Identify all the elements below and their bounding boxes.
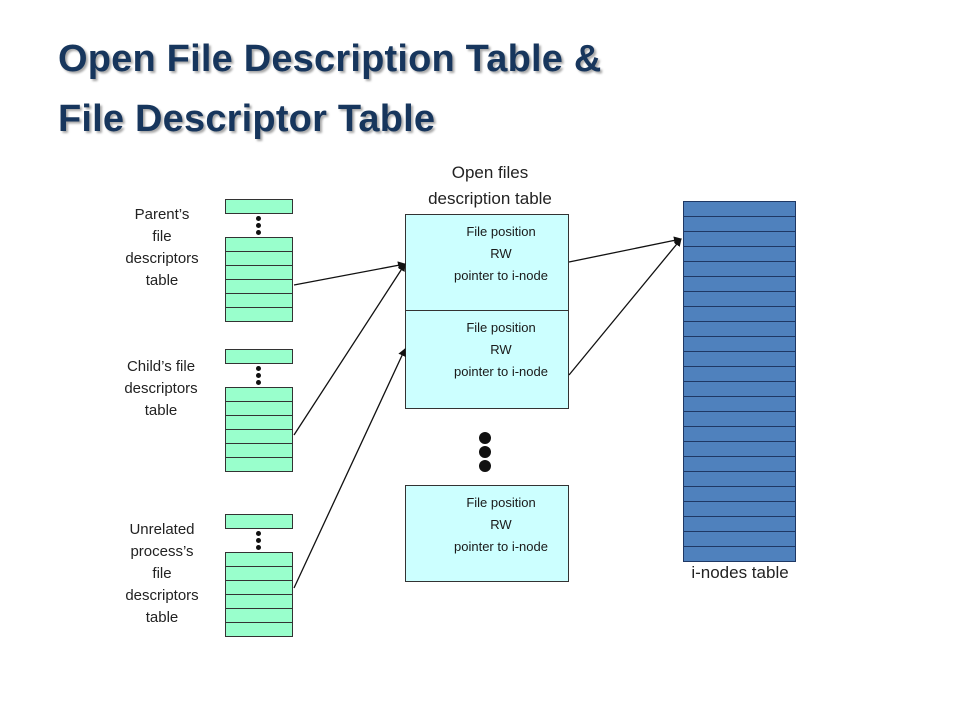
ellipsis-dot xyxy=(479,460,491,472)
open-file-entry: File position RW pointer to i-node xyxy=(405,214,569,311)
child-fd-table-top xyxy=(225,349,293,364)
open-file-entry: File position RW pointer to i-node xyxy=(405,310,569,409)
fd-entry xyxy=(225,457,293,472)
child-fd-table xyxy=(225,387,293,472)
fd-entry xyxy=(225,307,293,322)
fd-entry xyxy=(225,199,293,214)
access-mode-text: RW xyxy=(490,342,512,357)
unrelated-label-line: table xyxy=(145,609,179,626)
parent-label-line: file xyxy=(152,228,172,245)
ellipsis-icon xyxy=(256,531,264,552)
child-label-line: Child’s file xyxy=(126,358,196,375)
parent-fd-table-label: Parent’s file descriptors table xyxy=(112,204,212,292)
ellipsis-icon xyxy=(256,366,264,387)
unrelated-fd-table xyxy=(225,552,293,637)
unrelated-to-entry-arrow xyxy=(293,348,406,589)
fd-entry xyxy=(225,349,293,364)
inodes-table-top xyxy=(683,201,796,292)
child-fd-table-label: Child’s file descriptors table xyxy=(106,356,216,422)
parent-label-line: table xyxy=(145,272,179,289)
child-to-entry-arrow xyxy=(293,263,406,436)
file-position-text: File position xyxy=(466,224,536,239)
ellipsis-dot xyxy=(479,432,491,444)
parent-label-line: descriptors xyxy=(125,250,199,267)
parent-to-entry-arrow xyxy=(293,261,406,286)
page-title-line-1: Open File Description Table & xyxy=(58,38,602,80)
open-files-table-label: Open files description table xyxy=(405,160,575,212)
open-file-entry: File position RW pointer to i-node xyxy=(405,485,569,582)
ellipsis-dot xyxy=(479,446,491,458)
access-mode-text: RW xyxy=(490,517,512,532)
child-label-line: descriptors xyxy=(124,380,198,397)
page-title-line-2: File Descriptor Table xyxy=(58,98,436,140)
inode-pointer-text: pointer to i-node xyxy=(454,364,548,379)
inode-entry xyxy=(683,546,796,562)
inode-pointer-text: pointer to i-node xyxy=(454,268,548,283)
unrelated-label-line: Unrelated xyxy=(129,521,195,538)
unrelated-label-line: descriptors xyxy=(125,587,199,604)
ellipsis-icon xyxy=(256,216,264,237)
inode-pointer-text: pointer to i-node xyxy=(454,539,548,554)
open-files-label-line: description table xyxy=(428,189,552,208)
child-label-line: table xyxy=(144,402,178,419)
unrelated-label-line: file xyxy=(152,565,172,582)
open-files-label-line: Open files xyxy=(451,163,529,182)
entry-to-inode-arrow xyxy=(568,238,682,376)
parent-fd-table-top xyxy=(225,199,293,214)
entry-to-inode-arrow xyxy=(568,236,682,263)
access-mode-text: RW xyxy=(490,246,512,261)
file-position-text: File position xyxy=(466,495,536,510)
inodes-table xyxy=(683,291,796,562)
unrelated-fd-table-top xyxy=(225,514,293,529)
file-position-text: File position xyxy=(466,320,536,335)
fd-entry xyxy=(225,622,293,637)
inodes-table-label: i-nodes table xyxy=(691,563,789,582)
fd-entry xyxy=(225,514,293,529)
parent-fd-table xyxy=(225,237,293,322)
unrelated-fd-table-label: Unrelated process’s file descriptors tab… xyxy=(112,519,212,629)
parent-label-line: Parent’s xyxy=(134,206,190,223)
unrelated-label-line: process’s xyxy=(130,543,194,560)
